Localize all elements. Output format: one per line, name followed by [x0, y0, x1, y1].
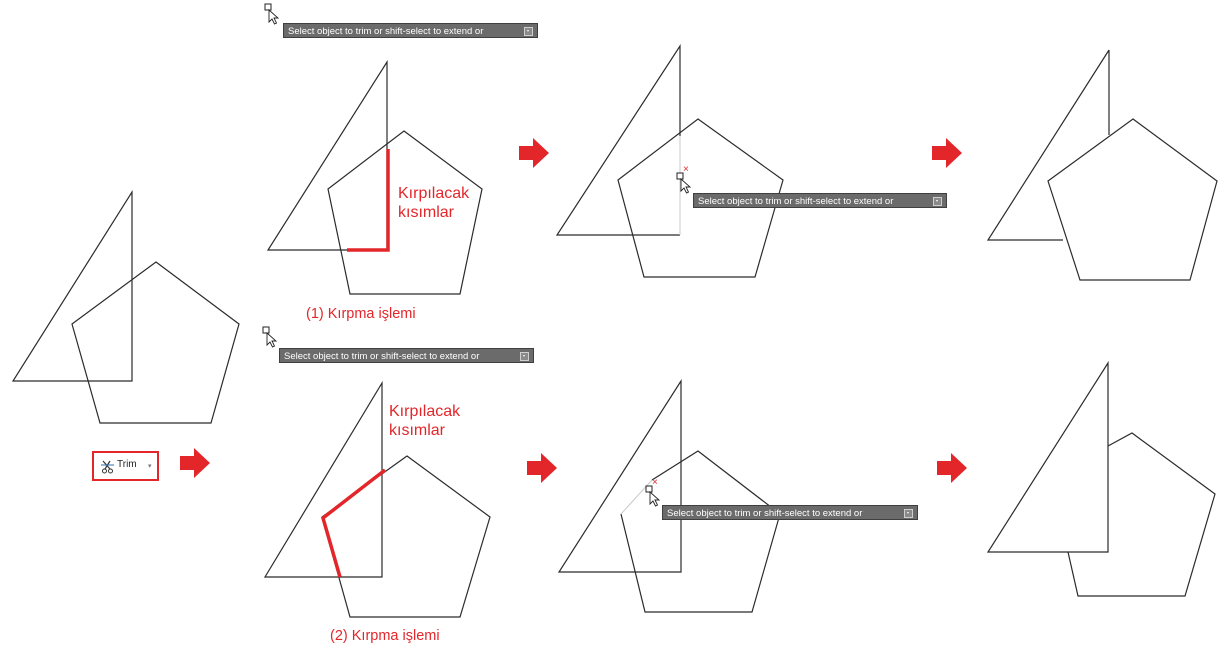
step1-caption: (1) Kırpma işlemi — [306, 306, 416, 322]
command-prompt-tooltip: Select object to trim or shift-select to… — [283, 23, 538, 38]
pickbox-cursor-icon — [264, 3, 279, 25]
pentagon — [617, 118, 784, 278]
cut-parts-label: Kırpılacak kısımlar — [398, 185, 470, 221]
command-prompt-tooltip: Select object to trim or shift-select to… — [279, 348, 534, 363]
chevron-down-icon[interactable] — [933, 197, 942, 206]
prompt-text: Select object to trim or shift-select to… — [284, 351, 480, 362]
row2-step-select — [262, 326, 491, 618]
trim-button[interactable]: Trim ▾ — [92, 451, 159, 481]
row1-step-trimmed: × — [555, 43, 784, 278]
chevron-down-icon[interactable]: ▾ — [148, 463, 152, 470]
row2-step-trimmed: × — [557, 378, 781, 613]
triangle — [11, 189, 133, 382]
prompt-text: Select object to trim or shift-select to… — [698, 196, 894, 207]
chevron-down-icon[interactable] — [904, 509, 913, 518]
highlighted-cut-segment — [347, 149, 390, 252]
scissors-icon — [101, 460, 114, 474]
command-prompt-tooltip: Select object to trim or shift-select to… — [693, 193, 947, 208]
pentagon — [71, 261, 240, 424]
chevron-down-icon[interactable] — [524, 27, 533, 36]
command-prompt-tooltip: Select object to trim or shift-select to… — [662, 505, 918, 520]
cut-parts-label: Kırpılacak kısımlar — [389, 403, 461, 439]
triangle — [557, 378, 682, 573]
triangle-open — [555, 43, 681, 236]
triangle-trimmed — [986, 49, 1110, 241]
pentagon — [321, 455, 491, 618]
row2-result — [986, 360, 1216, 597]
delete-x-icon: × — [652, 477, 658, 488]
right-arrow-icon — [937, 453, 967, 483]
removed-line-preview — [620, 479, 653, 515]
prompt-text: Select object to trim or shift-select to… — [667, 508, 863, 519]
delete-x-icon: × — [683, 164, 689, 175]
trim-button-label: Trim — [117, 459, 137, 470]
triangle — [986, 360, 1109, 553]
pickbox-cursor-icon — [676, 172, 691, 194]
row1-result — [986, 49, 1218, 281]
triangle — [263, 380, 383, 578]
pentagon — [327, 130, 483, 295]
original-figure — [11, 189, 240, 424]
row1-step-select — [264, 3, 483, 295]
step2-caption: (2) Kırpma işlemi — [330, 628, 440, 644]
pickbox-cursor-icon — [262, 326, 277, 348]
pickbox-cursor-icon — [645, 485, 660, 507]
prompt-text: Select object to trim or shift-select to… — [288, 26, 484, 37]
right-arrow-icon — [527, 453, 557, 483]
pentagon-open — [620, 450, 781, 613]
chevron-down-icon[interactable] — [520, 352, 529, 361]
right-arrow-icon — [932, 138, 962, 168]
right-arrow-icon — [180, 448, 210, 478]
highlighted-cut-segment — [320, 468, 387, 578]
right-arrow-icon — [519, 138, 549, 168]
triangle — [266, 59, 388, 251]
pentagon — [1047, 118, 1218, 281]
pentagon-trimmed — [1067, 432, 1216, 597]
